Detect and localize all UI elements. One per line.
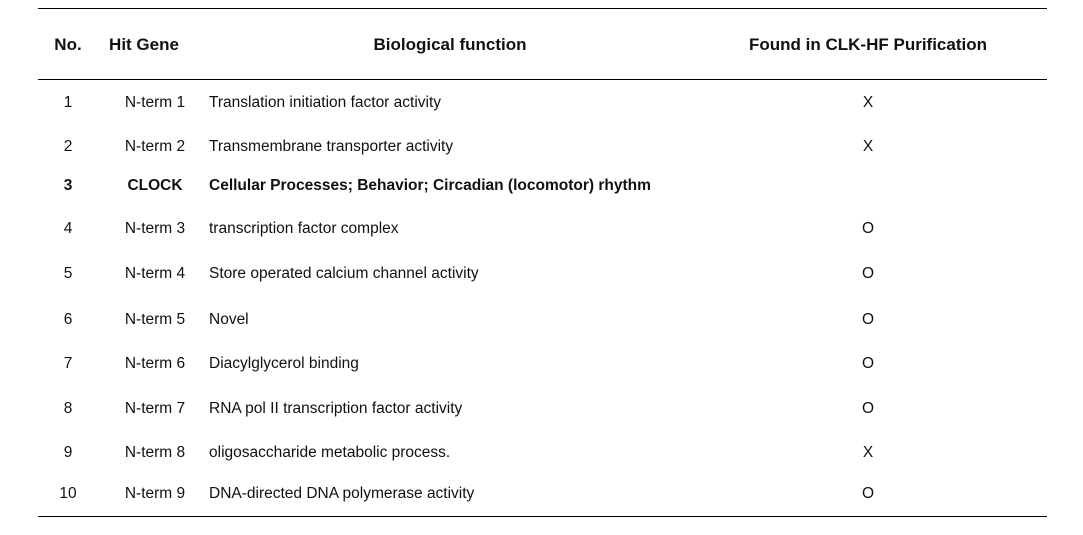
row-hit-gene: CLOCK: [127, 177, 183, 194]
row-found-mark: O: [861, 355, 875, 372]
row-hit-gene: N-term 1: [124, 94, 186, 111]
row-found-mark: O: [861, 400, 875, 417]
table-bottom-rule: [38, 516, 1047, 517]
row-hit-gene: N-term 8: [124, 444, 186, 461]
row-number: 10: [59, 485, 77, 502]
row-biological-function: Novel: [209, 311, 249, 328]
row-found-mark: O: [861, 220, 875, 237]
row-hit-gene: N-term 3: [124, 220, 186, 237]
row-found-mark: O: [861, 265, 875, 282]
header-divider-rule: [38, 79, 1047, 80]
row-biological-function: Cellular Processes; Behavior; Circadian …: [209, 177, 651, 194]
row-biological-function: DNA-directed DNA polymerase activity: [209, 485, 475, 502]
row-found-mark: O: [861, 485, 875, 502]
row-number: 2: [63, 138, 73, 155]
row-number: 6: [63, 311, 73, 328]
header-found-in-purification: Found in CLK-HF Purification: [749, 35, 987, 54]
row-found-mark: X: [862, 94, 874, 111]
row-number: 7: [63, 355, 73, 372]
row-number: 1: [63, 94, 73, 111]
row-biological-function: RNA pol II transcription factor activity: [209, 400, 463, 417]
row-number: 5: [63, 265, 73, 282]
row-found-mark: O: [861, 311, 875, 328]
header-no: No.: [54, 35, 82, 54]
row-hit-gene: N-term 6: [124, 355, 186, 372]
table-top-rule: [38, 8, 1047, 9]
row-biological-function: oligosaccharide metabolic process.: [209, 444, 451, 461]
row-biological-function: transcription factor complex: [209, 220, 399, 237]
row-hit-gene: N-term 7: [124, 400, 186, 417]
row-biological-function: Diacylglycerol binding: [209, 355, 359, 372]
row-found-mark: X: [862, 444, 874, 461]
row-biological-function: Translation initiation factor activity: [209, 94, 442, 111]
row-hit-gene: N-term 9: [124, 485, 186, 502]
row-hit-gene: N-term 5: [124, 311, 186, 328]
row-hit-gene: N-term 4: [124, 265, 186, 282]
row-biological-function: Store operated calcium channel activity: [209, 265, 479, 282]
header-biological-function: Biological function: [373, 35, 527, 54]
row-number: 4: [63, 220, 73, 237]
header-hit-gene: Hit Gene: [109, 35, 179, 54]
row-number: 9: [63, 444, 73, 461]
row-found-mark: X: [862, 138, 874, 155]
row-number: 8: [63, 400, 73, 417]
row-biological-function: Transmembrane transporter activity: [209, 138, 454, 155]
row-hit-gene: N-term 2: [124, 138, 186, 155]
row-number: 3: [63, 177, 73, 194]
